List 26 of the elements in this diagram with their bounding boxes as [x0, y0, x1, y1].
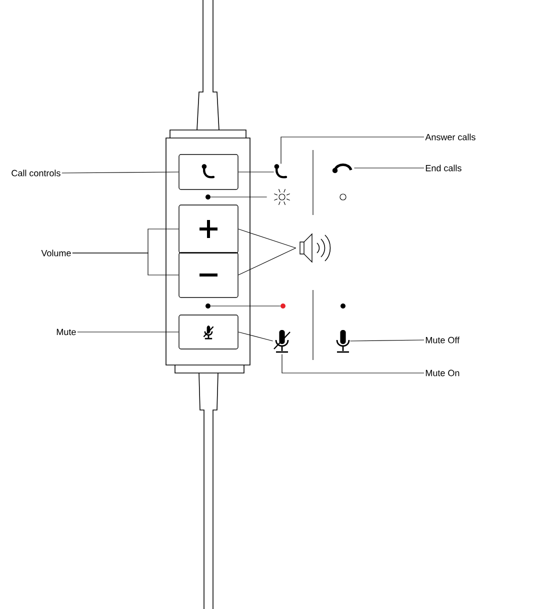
microphone-icon — [274, 330, 290, 353]
microphone-icon — [336, 330, 350, 353]
leader-line — [238, 332, 274, 342]
phone-icon — [274, 164, 288, 178]
callout-label: Mute On — [426, 370, 460, 376]
leader-line — [350, 340, 424, 342]
leader-line — [238, 228, 296, 248]
callout-label: Answer calls — [425, 134, 476, 140]
leader-line — [72, 252, 179, 276]
leader-line — [210, 196, 268, 198]
callout-label: Call controls — [12, 170, 60, 176]
callout-label: Mute — [56, 328, 76, 336]
speaker-icon — [300, 233, 331, 263]
phone-icon — [332, 163, 352, 174]
button — [178, 204, 238, 254]
light-icon — [278, 194, 286, 200]
callout-label: Mute Off — [426, 336, 460, 344]
leader-line — [280, 136, 424, 164]
leader-line — [238, 248, 296, 276]
button — [178, 154, 238, 190]
callout-label: End calls — [426, 164, 462, 172]
callout-label: Volume — [41, 250, 71, 256]
button — [178, 252, 238, 298]
leader-line — [62, 172, 179, 174]
leader-line — [282, 354, 424, 374]
button — [178, 314, 238, 350]
